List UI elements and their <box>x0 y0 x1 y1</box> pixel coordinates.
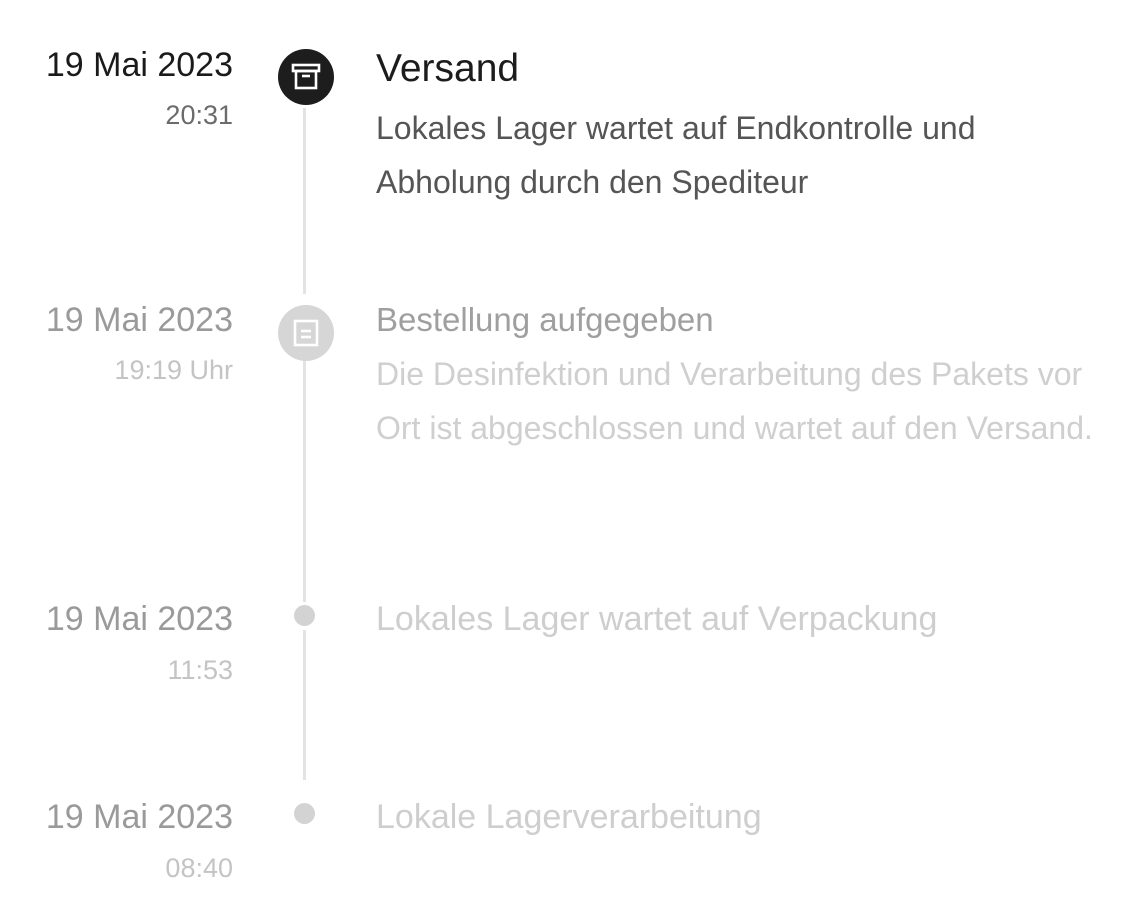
event-description: Die Desinfektion und Verarbeitung des Pa… <box>376 356 1093 446</box>
timeline-connector <box>303 108 306 294</box>
document-icon <box>293 319 319 347</box>
timeline-connector <box>303 630 306 780</box>
event-time: 20:31 <box>165 100 233 130</box>
event-node <box>278 49 334 105</box>
package-box-icon <box>291 63 321 90</box>
event-node <box>294 605 315 626</box>
event-date: 19 Mai 2023 <box>45 301 233 339</box>
event-time: 19:19 Uhr <box>114 355 233 385</box>
timeline-connector <box>303 358 306 602</box>
event-description: Lokales Lager wartet auf Endkontrolle un… <box>376 110 976 200</box>
event-title: Lokales Lager wartet auf Verpackung <box>376 600 938 638</box>
event-node <box>294 803 315 824</box>
event-node <box>278 305 334 361</box>
event-date: 19 Mai 2023 <box>45 46 233 84</box>
event-time: 08:40 <box>165 853 233 883</box>
event-title: Lokale Lagerverarbeitung <box>376 798 762 836</box>
event-title: Bestellung aufgegeben <box>376 301 714 338</box>
event-date: 19 Mai 2023 <box>45 798 233 836</box>
event-title: Versand <box>376 47 520 90</box>
event-time: 11:53 <box>167 655 233 685</box>
event-date: 19 Mai 2023 <box>45 600 233 638</box>
